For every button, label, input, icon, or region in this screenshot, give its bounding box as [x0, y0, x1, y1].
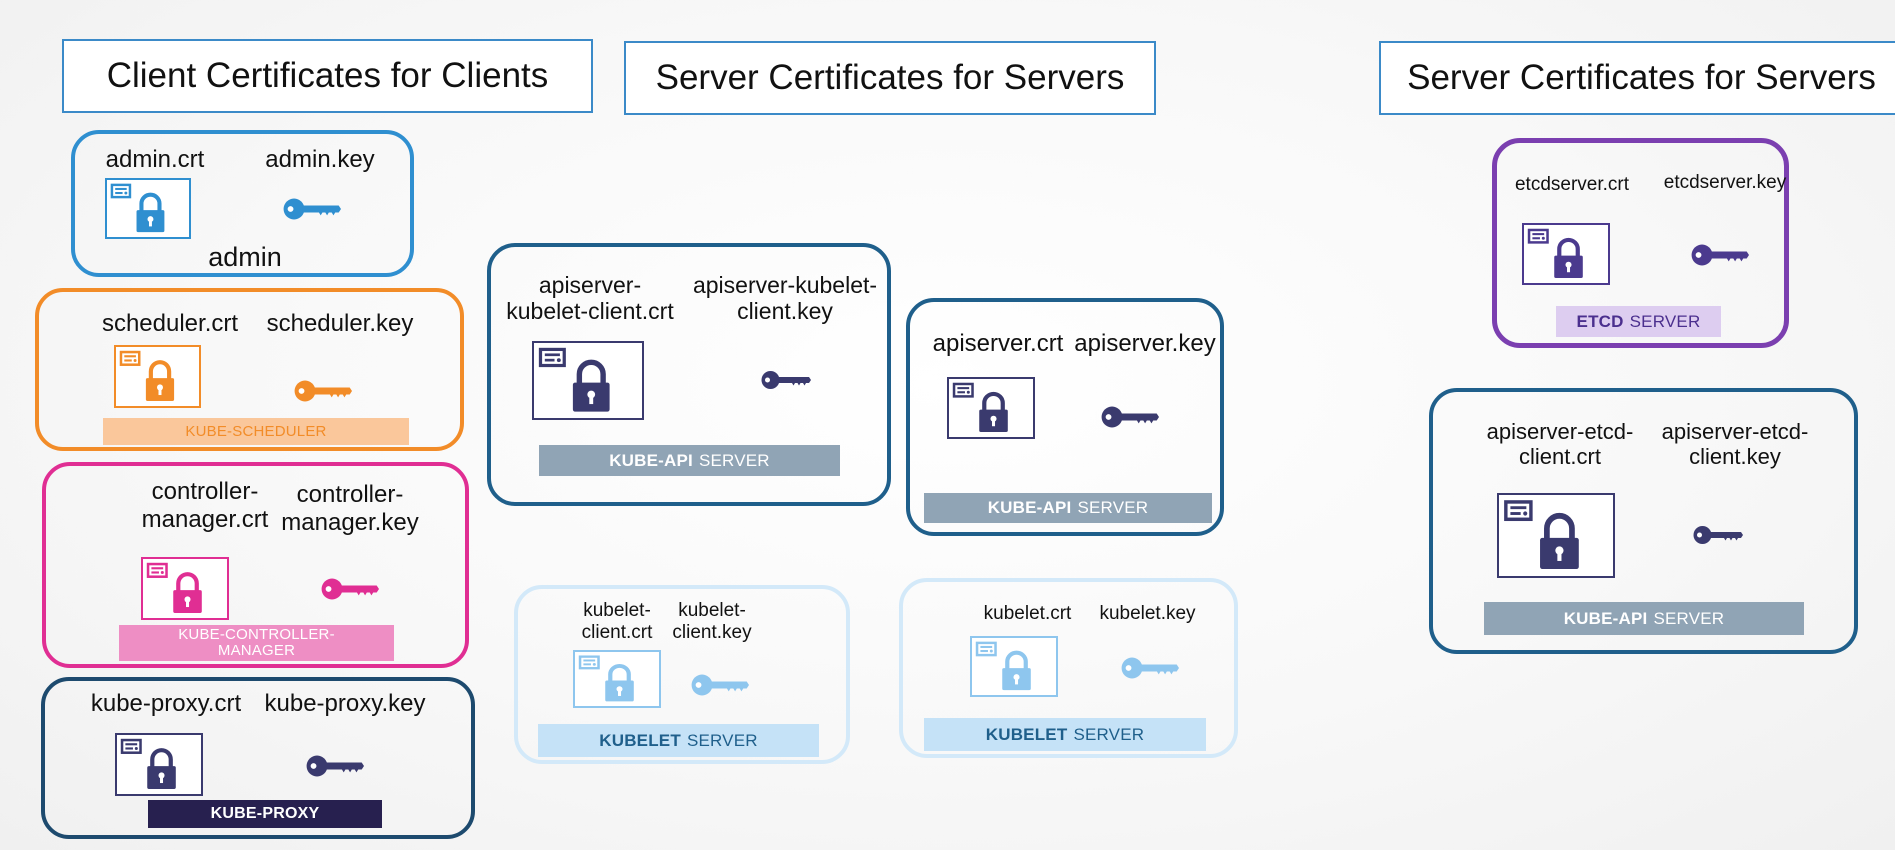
apiserver-crt-label: apiserver.crt — [932, 330, 1064, 357]
key-icon — [294, 377, 352, 405]
certificate-lock-icon — [970, 636, 1058, 697]
controller-key-label: controller- manager.key — [265, 481, 435, 536]
key-icon — [1693, 523, 1743, 547]
key-icon — [321, 575, 379, 603]
kubelet-client-crt-line2: client.crt — [581, 621, 653, 643]
admin-client-name: admin — [208, 242, 282, 272]
controller-manager-group — [42, 462, 469, 668]
controller-key-line1: controller- — [296, 481, 404, 508]
certificate-lock-icon — [105, 178, 191, 239]
key-icon — [1101, 403, 1159, 431]
kubelet-group — [899, 578, 1238, 758]
key-icon — [306, 752, 364, 780]
certificate-lock-icon — [947, 377, 1035, 439]
apiserver-etcd-client-crt-line1: apiserver-etcd- — [1486, 419, 1634, 444]
apiserver-etcd-client-crt-line2: client.crt — [1519, 444, 1601, 470]
controller-crt-label: controller- manager.crt — [115, 478, 295, 533]
apiserver-kubelet-client-crt-line2: kubelet-client.crt — [506, 298, 674, 325]
apiserver-kubelet-client-crt-line1: apiserver- — [538, 272, 642, 298]
kube-controller-manager-bar: KUBE-CONTROLLER- MANAGER — [119, 625, 394, 661]
admin-crt-label: admin.crt — [105, 146, 205, 173]
key-icon — [691, 671, 749, 699]
apiserver-group — [906, 298, 1224, 536]
header-server-certificates-right: Server Certificates for Servers — [1379, 41, 1895, 115]
kubelet-client-key-line1: kubelet- — [678, 600, 746, 621]
proxy-crt-label: kube-proxy.crt — [90, 690, 242, 717]
scheduler-group — [35, 288, 464, 451]
apiserver-kubelet-client-crt-label: apiserver- kubelet-client.crt — [495, 272, 685, 325]
controller-crt-line2: manager.crt — [141, 505, 269, 533]
certificate-lock-icon — [141, 557, 229, 620]
controller-bar-line2: MANAGER — [217, 642, 296, 659]
certificate-lock-icon — [532, 341, 644, 420]
key-icon — [1691, 241, 1749, 269]
certificate-lock-icon — [1522, 223, 1610, 285]
kubelet-client-group — [514, 585, 850, 764]
controller-key-line2: manager.key — [281, 508, 419, 536]
apiserver-kubelet-client-key-line1: apiserver-kubelet- — [692, 272, 878, 298]
apiserver-etcd-client-key-line2: client.key — [1689, 444, 1781, 470]
apiserver-kubelet-client-key-line2: client.key — [737, 298, 833, 325]
key-icon — [1121, 654, 1179, 682]
kube-proxy-bar: KUBE-PROXY — [148, 800, 382, 828]
scheduler-crt-label: scheduler.crt — [101, 310, 239, 337]
kubelet-client-crt-line1: kubelet- — [583, 600, 651, 621]
etcd-crt-label: etcdserver.crt — [1514, 174, 1630, 195]
apiserver-etcd-client-key-line1: apiserver-etcd- — [1661, 419, 1809, 444]
apiserver-etcd-client-key-label: apiserver-etcd- client.key — [1645, 419, 1825, 470]
kubelet-key-label: kubelet.key — [1099, 603, 1196, 624]
admin-key-label: admin.key — [265, 146, 375, 173]
certificate-lock-icon — [1497, 493, 1615, 578]
key-icon — [761, 368, 811, 392]
admin-group — [71, 130, 414, 277]
key-icon — [283, 195, 341, 223]
apiserver-etcd-client-crt-label: apiserver-etcd- client.crt — [1470, 419, 1650, 470]
header-server-certificates-middle: Server Certificates for Servers — [624, 41, 1156, 115]
apiserver-kubelet-client-group — [487, 243, 891, 506]
etcd-group — [1492, 138, 1789, 348]
controller-crt-line1: controller- — [151, 478, 259, 505]
certificate-lock-icon — [573, 650, 661, 708]
proxy-key-label: kube-proxy.key — [264, 690, 426, 717]
apiserver-kubelet-client-key-label: apiserver-kubelet- client.key — [690, 272, 880, 325]
kube-scheduler-bar: KUBE-SCHEDULER — [103, 418, 409, 445]
certificate-lock-icon — [114, 345, 201, 408]
certificate-lock-icon — [115, 733, 203, 796]
header-client-certificates: Client Certificates for Clients — [62, 39, 593, 113]
kubelet-client-crt-label: kubelet- client.crt — [567, 600, 667, 644]
kubelet-crt-label: kubelet.crt — [983, 603, 1072, 624]
etcd-key-label: etcdserver.key — [1663, 172, 1787, 193]
kubelet-client-key-label: kubelet- client.key — [662, 600, 762, 644]
apiserver-etcd-client-group — [1429, 388, 1858, 654]
kube-proxy-group — [41, 677, 475, 839]
kubelet-client-key-line2: client.key — [672, 621, 752, 643]
controller-bar-line1: KUBE-CONTROLLER- — [178, 626, 335, 644]
scheduler-key-label: scheduler.key — [266, 310, 414, 337]
apiserver-key-label: apiserver.key — [1074, 330, 1216, 357]
